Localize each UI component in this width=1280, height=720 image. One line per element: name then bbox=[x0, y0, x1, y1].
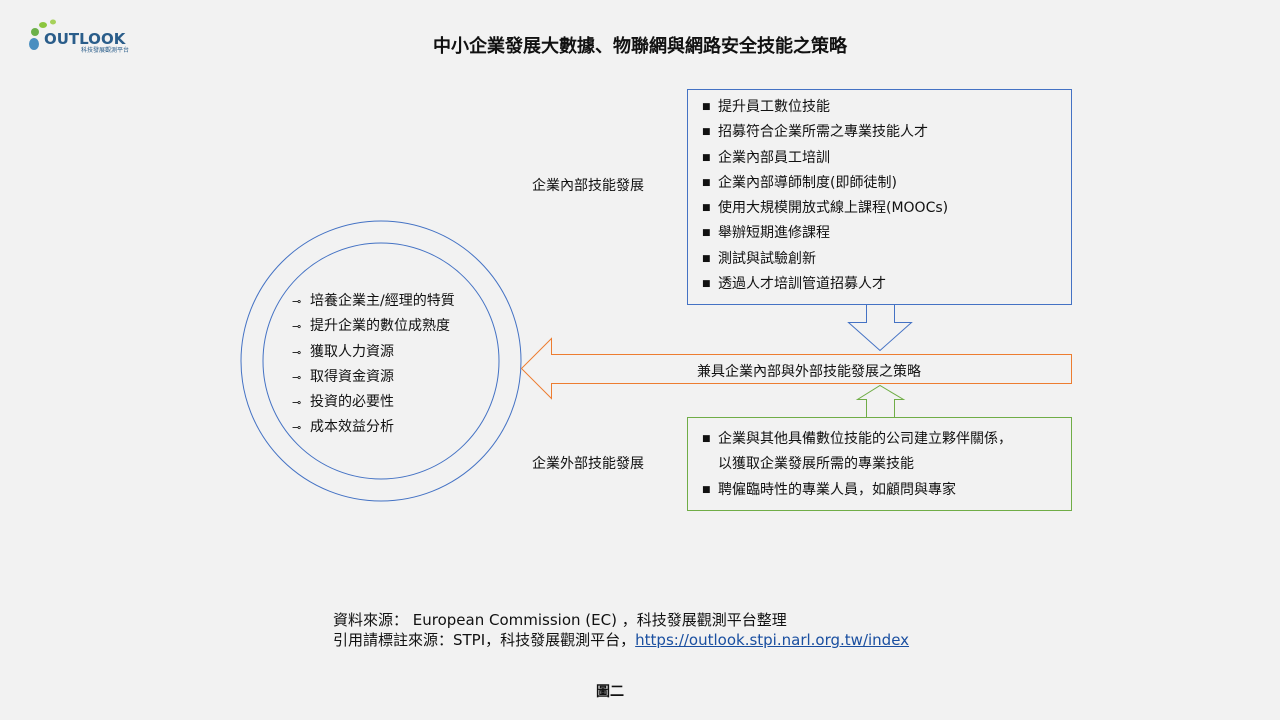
item-text: 提升企業的數位成熟度 bbox=[310, 318, 450, 335]
item-text: 獲取人力資源 bbox=[310, 343, 394, 360]
bullet-icon: ⊸ bbox=[292, 345, 302, 359]
source-line: 資料來源： European Commission (EC) ，科技發展觀測平台… bbox=[333, 611, 787, 629]
list-item: 招募符合企業所需之專業技能人才 bbox=[702, 120, 948, 146]
list-item: 企業內部員工培訓 bbox=[702, 146, 948, 172]
internal-label: 企業內部技能發展 bbox=[532, 178, 644, 194]
down-arrow bbox=[847, 304, 913, 352]
list-item: 透過人才培訓管道招募人才 bbox=[702, 272, 948, 298]
bullet-icon: ⊸ bbox=[292, 320, 302, 334]
citation-line: 引用請標註來源：STPI，科技發展觀測平台，https://outlook.st… bbox=[333, 630, 909, 650]
list-item-continuation: 以獲取企業發展所需的專業技能 bbox=[718, 456, 914, 473]
logo-dots-icon: OUTLOOK 科技發展觀測平台 bbox=[29, 19, 129, 54]
list-item: ⊸ 成本效益分析 bbox=[292, 415, 455, 440]
item-text: 取得資金資源 bbox=[310, 368, 394, 385]
list-item: 企業內部導師制度(即師徒制) bbox=[702, 171, 948, 197]
source-note: 資料來源： European Commission (EC) ，科技發展觀測平台… bbox=[333, 610, 909, 650]
svg-text:OUTLOOK: OUTLOOK bbox=[44, 30, 127, 48]
figure-caption: 圖二 bbox=[596, 684, 624, 700]
list-item: ⊸ 培養企業主/經理的特質 bbox=[292, 289, 455, 314]
citation-text: 引用請標註來源：STPI，科技發展觀測平台， bbox=[333, 631, 636, 649]
list-item: 聘僱臨時性的專業人員，如顧問與專家 bbox=[702, 478, 1012, 504]
source-link[interactable]: https://outlook.stpi.narl.org.tw/index bbox=[635, 631, 910, 649]
list-item: 測試與試驗創新 bbox=[702, 247, 948, 273]
circle-list: ⊸ 培養企業主/經理的特質 ⊸ 提升企業的數位成熟度 ⊸ 獲取人力資源 ⊸ 取得資金資源… bbox=[292, 289, 455, 441]
combined-strategy-label: 兼具企業內部與外部技能發展之策略 bbox=[697, 364, 921, 380]
bullet-icon: ⊸ bbox=[292, 295, 302, 308]
item-text: 成本效益分析 bbox=[310, 419, 394, 436]
svg-text:科技發展觀測平台: 科技發展觀測平台 bbox=[81, 46, 129, 54]
up-arrow bbox=[855, 384, 906, 418]
external-box bbox=[687, 417, 1072, 511]
outer-circle bbox=[240, 220, 522, 502]
list-item: ⊸ 提升企業的數位成熟度 bbox=[292, 314, 455, 339]
list-item: 舉辦短期進修課程 bbox=[702, 221, 948, 247]
external-label: 企業外部技能發展 bbox=[532, 456, 644, 472]
inner-circle bbox=[262, 242, 500, 480]
bullet-icon: ⊸ bbox=[292, 396, 302, 410]
internal-list: 提升員工數位技能 招募符合企業所需之專業技能人才 企業內部員工培訓 企業內部導師… bbox=[702, 95, 948, 298]
list-item: ⊸ 投資的必要性 bbox=[292, 390, 455, 415]
item-text: 投資的必要性 bbox=[310, 394, 394, 411]
bullet-icon: ⊸ bbox=[292, 370, 302, 384]
external-list: 企業與其他具備數位技能的公司建立夥伴關係， 以獲取企業發展所需的專業技能 聘僱臨… bbox=[702, 427, 1012, 503]
list-item: ⊸ 獲取人力資源 bbox=[292, 340, 455, 365]
page-title: 中小企業發展大數據、物聯網與網路安全技能之策略 bbox=[433, 36, 847, 57]
list-item: 使用大規模開放式線上課程(MOOCs) bbox=[702, 196, 948, 222]
list-item: 提升員工數位技能 bbox=[702, 95, 948, 121]
left-arrow bbox=[520, 337, 1072, 400]
internal-box bbox=[687, 89, 1072, 305]
list-item: ⊸ 取得資金資源 bbox=[292, 365, 455, 390]
list-item: 企業與其他具備數位技能的公司建立夥伴關係， bbox=[702, 427, 1012, 453]
bullet-icon: ⊸ bbox=[292, 421, 302, 435]
logo: OUTLOOK 科技發展觀測平台 bbox=[26, 18, 136, 54]
item-text: 培養企業主/經理的特質 bbox=[310, 293, 455, 309]
